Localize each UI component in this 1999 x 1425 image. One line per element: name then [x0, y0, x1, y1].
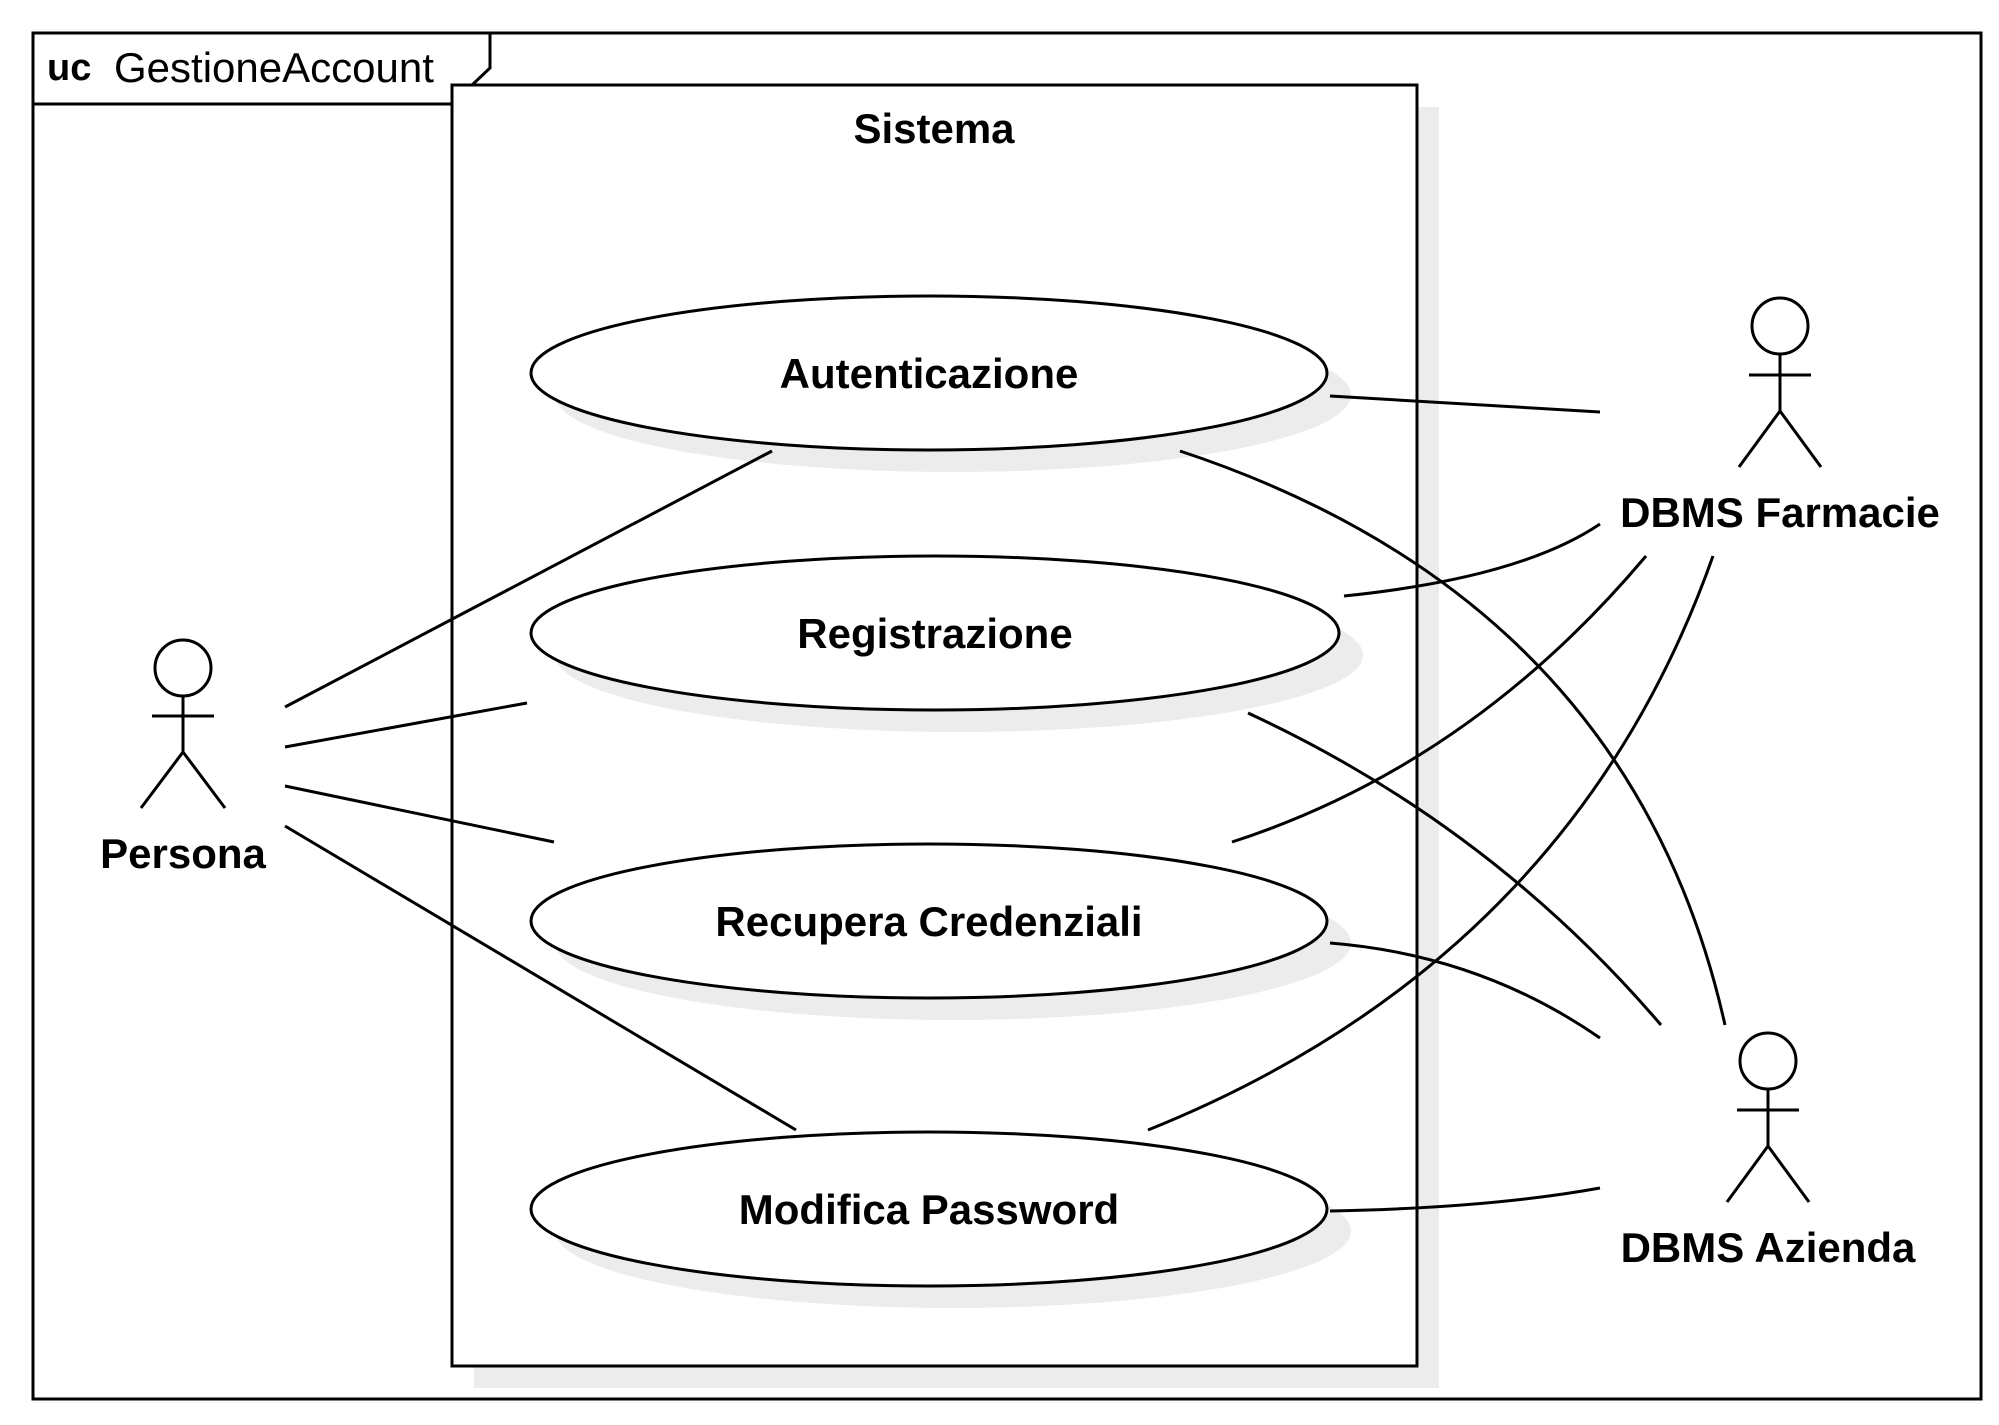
- actor-label-dbms-azienda: DBMS Azienda: [1621, 1224, 1916, 1271]
- association-persona-modifica: [284, 824, 797, 1132]
- use-case-label-modifica-password: Modifica Password: [739, 1186, 1119, 1233]
- association-azienda-autenticazione: [1179, 449, 1727, 1026]
- system-boundary-title: Sistema: [853, 105, 1015, 152]
- actor-persona-leg-right: [181, 751, 227, 809]
- frame-name: GestioneAccount: [114, 44, 434, 91]
- use-case-label-autenticazione: Autenticazione: [780, 350, 1079, 397]
- association-persona-registrazione: [284, 701, 528, 749]
- frame-keyword: uc: [47, 47, 91, 89]
- association-persona-recupera: [284, 784, 555, 844]
- actor-dbms-azienda-leg-left: [1725, 1145, 1770, 1203]
- association-azienda-recupera: [1329, 941, 1601, 1040]
- actor-dbms-azienda-head: [1738, 1031, 1798, 1091]
- actor-persona-head: [153, 638, 213, 698]
- use-case-registrazione[interactable]: [529, 554, 1341, 712]
- actor-dbms-farmacie-head: [1750, 296, 1810, 356]
- association-farmacie-recupera: [1231, 555, 1648, 844]
- use-case-modifica-password[interactable]: [529, 1130, 1329, 1288]
- association-farmacie-autenticazione: [1329, 394, 1601, 414]
- association-farmacie-registrazione: [1343, 522, 1601, 598]
- associations: [284, 394, 1727, 1213]
- actor-label-persona: Persona: [100, 830, 266, 877]
- use-case-recupera-credenziali[interactable]: [529, 842, 1329, 1000]
- actor-dbms-azienda[interactable]: [1725, 1031, 1811, 1203]
- actor-label-dbms-farmacie: DBMS Farmacie: [1620, 489, 1940, 536]
- actor-dbms-farmacie-leg-left: [1737, 410, 1782, 468]
- use-case-label-registrazione: Registrazione: [797, 610, 1072, 657]
- actor-dbms-farmacie-leg-right: [1778, 410, 1823, 468]
- actor-dbms-azienda-leg-right: [1766, 1145, 1811, 1203]
- association-persona-autenticazione: [284, 449, 773, 709]
- use-case-autenticazione[interactable]: [529, 294, 1329, 452]
- association-azienda-registrazione: [1247, 711, 1663, 1026]
- association-farmacie-modifica: [1147, 555, 1715, 1132]
- actor-persona-leg-left: [139, 751, 185, 809]
- diagram-frame: [31, 31, 1983, 1401]
- use-case-label-recupera-credenziali: Recupera Credenziali: [715, 898, 1142, 945]
- association-azienda-modifica: [1329, 1186, 1601, 1213]
- actor-dbms-farmacie[interactable]: [1737, 296, 1823, 468]
- actor-persona[interactable]: [139, 638, 227, 809]
